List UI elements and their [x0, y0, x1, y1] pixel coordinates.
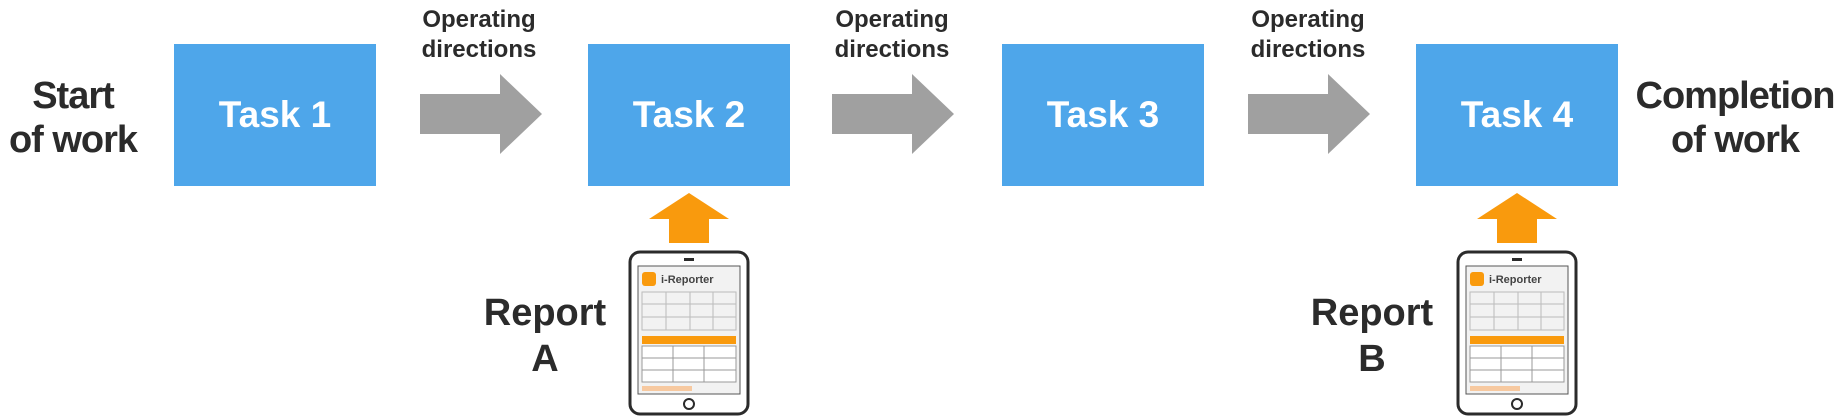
operating-label-line1: Operating	[835, 6, 949, 33]
task-3-label: Task 3	[1046, 94, 1160, 135]
report-arrow-up-a	[649, 193, 729, 243]
task-4-box: Task 4	[1416, 44, 1618, 186]
end-label-line1: Completion	[1635, 75, 1836, 117]
start-of-work-label: Start of work	[0, 74, 146, 162]
app-name-a: i-Reporter	[661, 274, 714, 286]
operating-directions-label-2: Operating directions	[812, 5, 972, 65]
task-1-label: Task 1	[218, 94, 332, 135]
operating-label-line2: directions	[834, 36, 950, 63]
task-3-box: Task 3	[1002, 44, 1204, 186]
task-2-box: Task 2	[588, 44, 790, 186]
flow-arrow-right-2	[832, 74, 954, 154]
operating-label-line1: Operating	[422, 6, 536, 33]
start-label-line1: Start	[32, 75, 115, 117]
operating-label-line1: Operating	[1251, 6, 1365, 33]
task-1-box: Task 1	[174, 44, 376, 186]
task-2-label: Task 2	[632, 94, 746, 135]
operating-label-line2: directions	[1250, 36, 1366, 63]
report-b-label: Report B	[1297, 290, 1447, 382]
tablet-icon-a: i-Reporter	[628, 250, 750, 416]
operating-label-line2: directions	[421, 36, 537, 63]
completion-of-work-label: Completion of work	[1630, 74, 1840, 162]
report-arrow-up-b	[1477, 193, 1557, 243]
tablet-icon-b: i-Reporter	[1456, 250, 1578, 416]
operating-directions-label-1: Operating directions	[399, 5, 559, 65]
end-label-line2: of work	[1670, 119, 1800, 161]
report-a-line1: Report	[483, 292, 607, 334]
operating-directions-label-3: Operating directions	[1228, 5, 1388, 65]
report-a-label: Report A	[470, 290, 620, 382]
report-b-line1: Report	[1310, 292, 1434, 334]
task-4-label: Task 4	[1460, 94, 1574, 135]
flow-arrow-right-3	[1248, 74, 1370, 154]
start-label-line2: of work	[8, 119, 138, 161]
app-name-b: i-Reporter	[1489, 274, 1542, 286]
flow-arrow-right-1	[420, 74, 542, 154]
report-a-line2: A	[531, 338, 559, 380]
report-b-line2: B	[1358, 338, 1386, 380]
